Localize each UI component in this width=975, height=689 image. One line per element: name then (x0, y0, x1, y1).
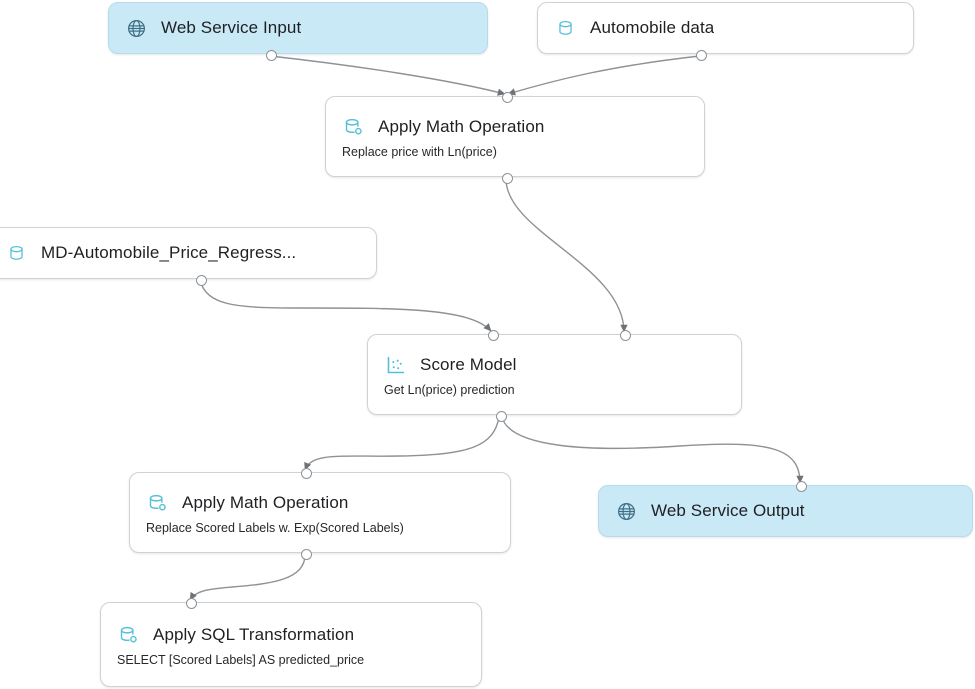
globe-icon (125, 17, 147, 39)
port-p-amo1-out[interactable] (501, 172, 513, 184)
node-header: MD-Automobile_Price_Regress... (0, 228, 376, 278)
node-header: Apply Math Operation (326, 116, 704, 138)
dataset-icon (342, 116, 364, 138)
port-p-sm-in-r[interactable] (619, 329, 631, 341)
node-subtitle: SELECT [Scored Labels] AS predicted_pric… (117, 653, 365, 667)
edge-amo1-to-score-model[interactable] (505, 178, 628, 333)
dataset-icon (117, 624, 139, 646)
port-p-auto-out[interactable] (695, 49, 707, 61)
port-p-sql-in[interactable] (185, 597, 197, 609)
node-title: Score Model (420, 355, 517, 374)
node-web-service-input[interactable]: Web Service Input (108, 2, 488, 54)
node-automobile-data[interactable]: Automobile data (537, 2, 914, 54)
node-web-service-output[interactable]: Web Service Output (598, 485, 973, 537)
port-p-amo1-in[interactable] (501, 91, 513, 103)
database-icon (554, 17, 576, 39)
port-p-amo2-out[interactable] (300, 548, 312, 560)
node-header: Apply SQL Transformation (101, 624, 481, 646)
dataset-icon (146, 492, 168, 514)
node-title: Apply Math Operation (378, 117, 545, 136)
node-subtitle: Get Ln(price) prediction (384, 383, 515, 397)
node-header: Apply Math Operation (130, 492, 510, 514)
port-p-wsi-out[interactable] (265, 49, 277, 61)
node-title: Apply SQL Transformation (153, 625, 355, 644)
node-header: Web Service Output (599, 486, 972, 536)
edge-auto-to-amo1[interactable] (507, 55, 701, 96)
node-subtitle: Replace Scored Labels w. Exp(Scored Labe… (146, 521, 404, 535)
database-icon (5, 242, 27, 264)
port-p-sm-in-l[interactable] (487, 329, 499, 341)
globe-icon (615, 500, 637, 522)
node-title: Apply Math Operation (182, 493, 349, 512)
node-header: Web Service Input (109, 3, 487, 53)
node-title: Web Service Input (161, 18, 302, 37)
node-title: MD-Automobile_Price_Regress... (41, 243, 297, 262)
port-p-wso-in[interactable] (795, 480, 807, 492)
node-title: Web Service Output (651, 501, 805, 520)
port-p-md-out[interactable] (195, 274, 207, 286)
node-title: Automobile data (590, 18, 715, 37)
node-header: Automobile data (538, 3, 913, 53)
edge-md-to-score-model[interactable] (199, 280, 492, 332)
edge-amo2-to-sql[interactable] (189, 554, 306, 601)
node-header: Score Model (368, 354, 741, 376)
scatter-chart-icon (384, 354, 406, 376)
node-subtitle: Replace price with Ln(price) (342, 145, 497, 159)
edge-score-model-to-wso[interactable] (501, 416, 804, 484)
edge-score-model-to-amo2[interactable] (304, 416, 500, 471)
node-md-automobile-price-regression[interactable]: MD-Automobile_Price_Regress... (0, 227, 377, 279)
edge-wsi-to-amo1[interactable] (269, 55, 506, 96)
port-p-amo2-in[interactable] (300, 467, 312, 479)
port-p-sm-out[interactable] (495, 410, 507, 422)
